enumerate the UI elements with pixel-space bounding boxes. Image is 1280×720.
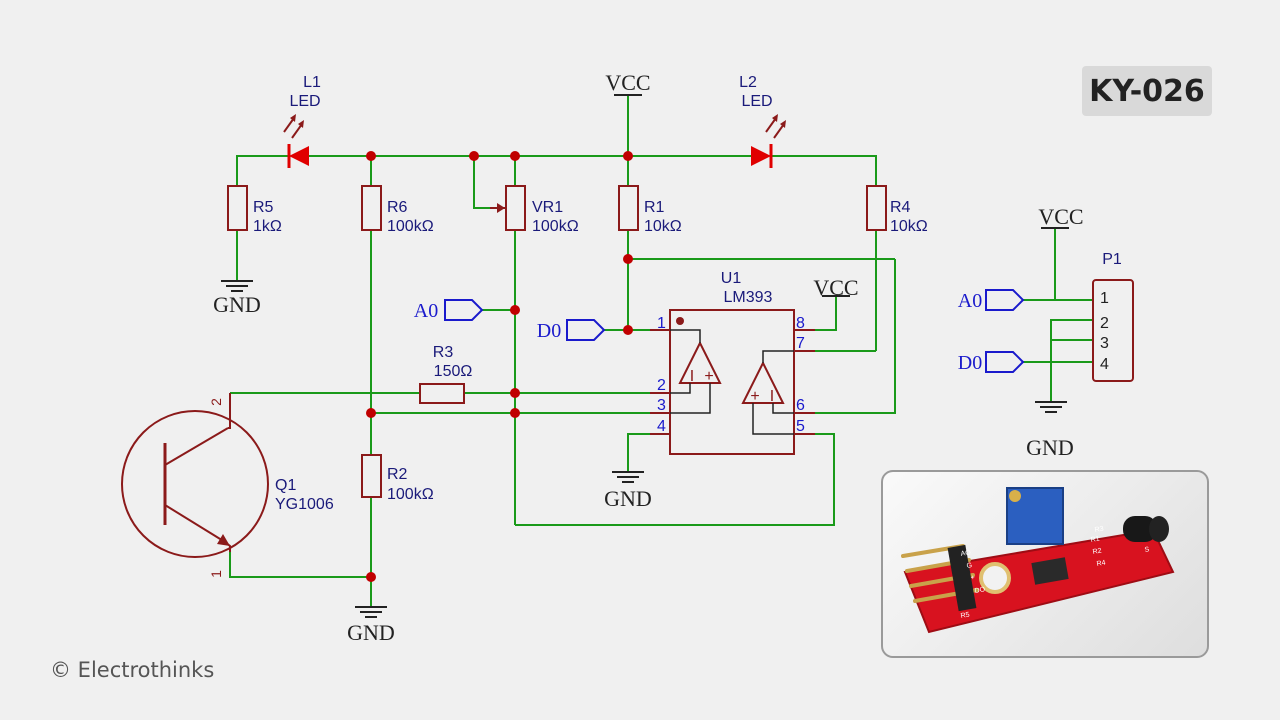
svg-text:LM393: LM393 [724, 289, 773, 306]
svg-text:A0: A0 [958, 290, 982, 312]
svg-text:VCC: VCC [605, 70, 650, 95]
potentiometer-vr1: VR1 100kΩ [490, 185, 579, 235]
svg-text:6: 6 [796, 397, 805, 414]
led-l2: L2 LED [739, 74, 786, 168]
svg-text:DO: DO [974, 586, 986, 595]
svg-text:GND: GND [1026, 435, 1074, 460]
net-label-d0: D0 [537, 319, 606, 342]
svg-text:2: 2 [208, 398, 224, 406]
svg-text:G: G [966, 562, 973, 570]
svg-text:1kΩ: 1kΩ [253, 218, 282, 235]
svg-text:1: 1 [1100, 290, 1109, 307]
svg-text:YG1006: YG1006 [275, 496, 334, 513]
ic-u1: U1 LM393 1 2 3 4 5 6 7 8 I + + [650, 270, 815, 455]
svg-text:100kΩ: 100kΩ [387, 218, 434, 235]
net-label-a0: A0 [414, 299, 484, 322]
svg-text:R5: R5 [960, 612, 970, 620]
svg-text:2: 2 [657, 377, 666, 394]
svg-text:D0: D0 [958, 352, 982, 374]
resistor-r6: R6 100kΩ [361, 185, 434, 235]
gnd-p1: GND [1026, 401, 1074, 460]
resistor-r4: R4 10kΩ [866, 185, 928, 235]
svg-text:VR1: VR1 [532, 199, 563, 216]
gnd-q1: GND [347, 606, 395, 645]
svg-text:GND: GND [347, 620, 395, 645]
header-p1: P1 1 2 3 4 [1092, 251, 1134, 382]
svg-text:P1: P1 [1102, 251, 1122, 268]
phototransistor-q1: 2 1 Q1 YG1006 [121, 393, 334, 578]
svg-text:R2: R2 [387, 466, 408, 483]
svg-text:150Ω: 150Ω [434, 363, 473, 380]
vcc-top: VCC [605, 70, 651, 96]
net-label-p1-d0: D0 [958, 351, 1025, 374]
svg-text:3: 3 [1100, 335, 1109, 352]
svg-text:GND: GND [604, 486, 652, 511]
svg-text:R4: R4 [890, 199, 911, 216]
svg-text:R4: R4 [1096, 560, 1106, 568]
svg-text:GND: GND [213, 292, 261, 317]
svg-text:AO: AO [960, 549, 972, 558]
svg-text:LED: LED [741, 93, 772, 110]
svg-text:LED: LED [289, 93, 320, 110]
svg-text:1: 1 [657, 315, 666, 332]
svg-text:10kΩ: 10kΩ [890, 218, 928, 235]
svg-text:R1: R1 [1090, 536, 1100, 544]
junctions [366, 151, 633, 582]
vcc-p1: VCC [1038, 204, 1084, 229]
svg-text:VCC: VCC [1038, 204, 1083, 229]
resistor-r1: R1 10kΩ [618, 185, 682, 235]
svg-text:I: I [770, 388, 774, 405]
module-photo: AO G + DO R5 R1 R2 R3 R4 S [881, 470, 1209, 658]
copyright-text: © Electrothinks [50, 658, 215, 682]
svg-text:R1: R1 [644, 199, 665, 216]
svg-text:2: 2 [1100, 315, 1109, 332]
svg-text:R5: R5 [253, 199, 274, 216]
svg-text:L2: L2 [739, 74, 757, 91]
module-photo-drawing: AO G + DO R5 R1 R2 R3 R4 S [901, 487, 1175, 634]
svg-text:10kΩ: 10kΩ [644, 218, 682, 235]
svg-text:8: 8 [796, 315, 805, 332]
vcc-u1: VCC [813, 275, 858, 300]
gnd-r5: GND [213, 280, 261, 317]
svg-text:100kΩ: 100kΩ [532, 218, 579, 235]
resistor-r3: R3 150Ω [419, 344, 473, 404]
resistor-r5: R5 1kΩ [227, 185, 282, 235]
svg-text:R3: R3 [1094, 526, 1104, 534]
net-label-p1-a0: A0 [958, 289, 1025, 312]
svg-text:S: S [1144, 546, 1150, 554]
svg-text:D0: D0 [537, 320, 561, 342]
svg-text:Q1: Q1 [275, 477, 296, 494]
svg-text:I: I [690, 368, 694, 385]
svg-text:U1: U1 [721, 270, 742, 287]
svg-text:5: 5 [796, 418, 805, 435]
svg-text:+: + [970, 574, 975, 582]
gnd-u1: GND [604, 471, 652, 511]
led-l1: L1 LED [283, 74, 321, 168]
svg-text:3: 3 [657, 397, 666, 414]
svg-text:R2: R2 [1092, 548, 1102, 556]
svg-text:100kΩ: 100kΩ [387, 486, 434, 503]
svg-text:R3: R3 [433, 344, 454, 361]
svg-text:R6: R6 [387, 199, 408, 216]
svg-text:+: + [750, 388, 759, 405]
svg-text:A0: A0 [414, 300, 438, 322]
svg-text:4: 4 [657, 418, 666, 435]
svg-text:7: 7 [796, 335, 805, 352]
svg-text:VCC: VCC [813, 275, 858, 300]
svg-text:4: 4 [1100, 356, 1109, 373]
svg-text:L1: L1 [303, 74, 321, 91]
svg-text:+: + [704, 368, 713, 385]
resistor-r2: R2 100kΩ [361, 454, 434, 503]
svg-text:1: 1 [208, 570, 224, 578]
module-badge: KY-026 [1082, 66, 1212, 116]
